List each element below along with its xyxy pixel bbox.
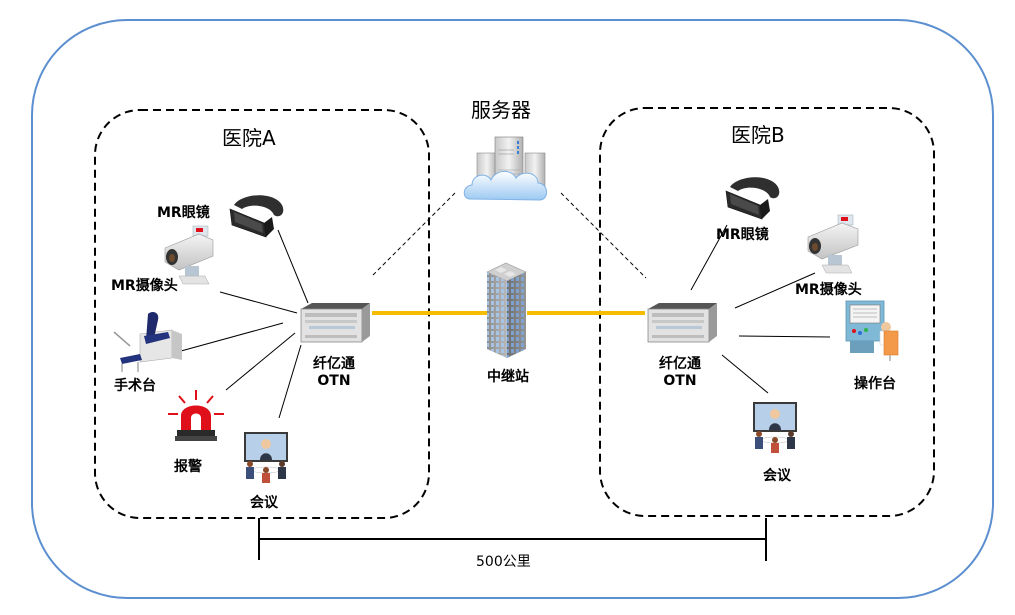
mr-glasses-b-icon xyxy=(725,177,780,220)
operating-table-icon xyxy=(113,312,182,372)
server-link-b xyxy=(560,192,647,279)
server-link-a xyxy=(372,192,456,276)
hospital-b-title: 医院B xyxy=(731,123,785,147)
alarm-icon xyxy=(168,390,224,441)
otn-a-label-line2: OTN xyxy=(317,373,351,389)
relay-station-icon xyxy=(486,262,527,358)
hospital-a-meeting-label: 会议 xyxy=(250,495,278,511)
outer-boundary xyxy=(31,19,994,599)
otn-a-label: 纤亿通 OTN xyxy=(312,356,356,390)
hospital-a-alarm-label: 报警 xyxy=(174,459,202,475)
hospital-b-links xyxy=(690,224,831,394)
hospital-b-meeting-label: 会议 xyxy=(763,468,791,484)
otn-device-a-icon xyxy=(300,303,370,343)
mr-camera-a-icon xyxy=(164,225,214,285)
otn-b-label: 纤亿通 OTN xyxy=(658,356,702,390)
otn-b-label-line1: 纤亿通 xyxy=(659,356,701,372)
otn-b-label-line2: OTN xyxy=(663,373,697,389)
hospital-a-mr-camera-label: MR摄像头 xyxy=(111,278,178,294)
meeting-b-icon xyxy=(753,402,797,453)
server-label: 服务器 xyxy=(471,98,531,122)
relay-station-label: 中继站 xyxy=(487,369,529,385)
hospital-b-console-label: 操作台 xyxy=(854,376,896,392)
console-icon xyxy=(845,300,899,361)
hospital-a-title: 医院A xyxy=(222,126,276,150)
distance-bracket xyxy=(258,518,767,561)
hospital-b-mr-camera-label: MR摄像头 xyxy=(795,282,862,298)
hospital-a-operating-table-label: 手术台 xyxy=(114,378,156,394)
otn-a-label-line1: 纤亿通 xyxy=(313,356,355,372)
hospital-a-mr-glasses-label: MR眼镜 xyxy=(157,205,210,221)
otn-device-b-icon xyxy=(647,303,717,343)
hospital-b-mr-glasses-label: MR眼镜 xyxy=(716,227,769,243)
server-cloud-icon xyxy=(463,136,547,201)
distance-label: 500公里 xyxy=(476,554,531,570)
mr-glasses-a-icon xyxy=(229,195,284,238)
hospital-a-links xyxy=(180,229,309,419)
mr-camera-b-icon xyxy=(807,214,859,274)
meeting-a-icon xyxy=(244,432,288,483)
